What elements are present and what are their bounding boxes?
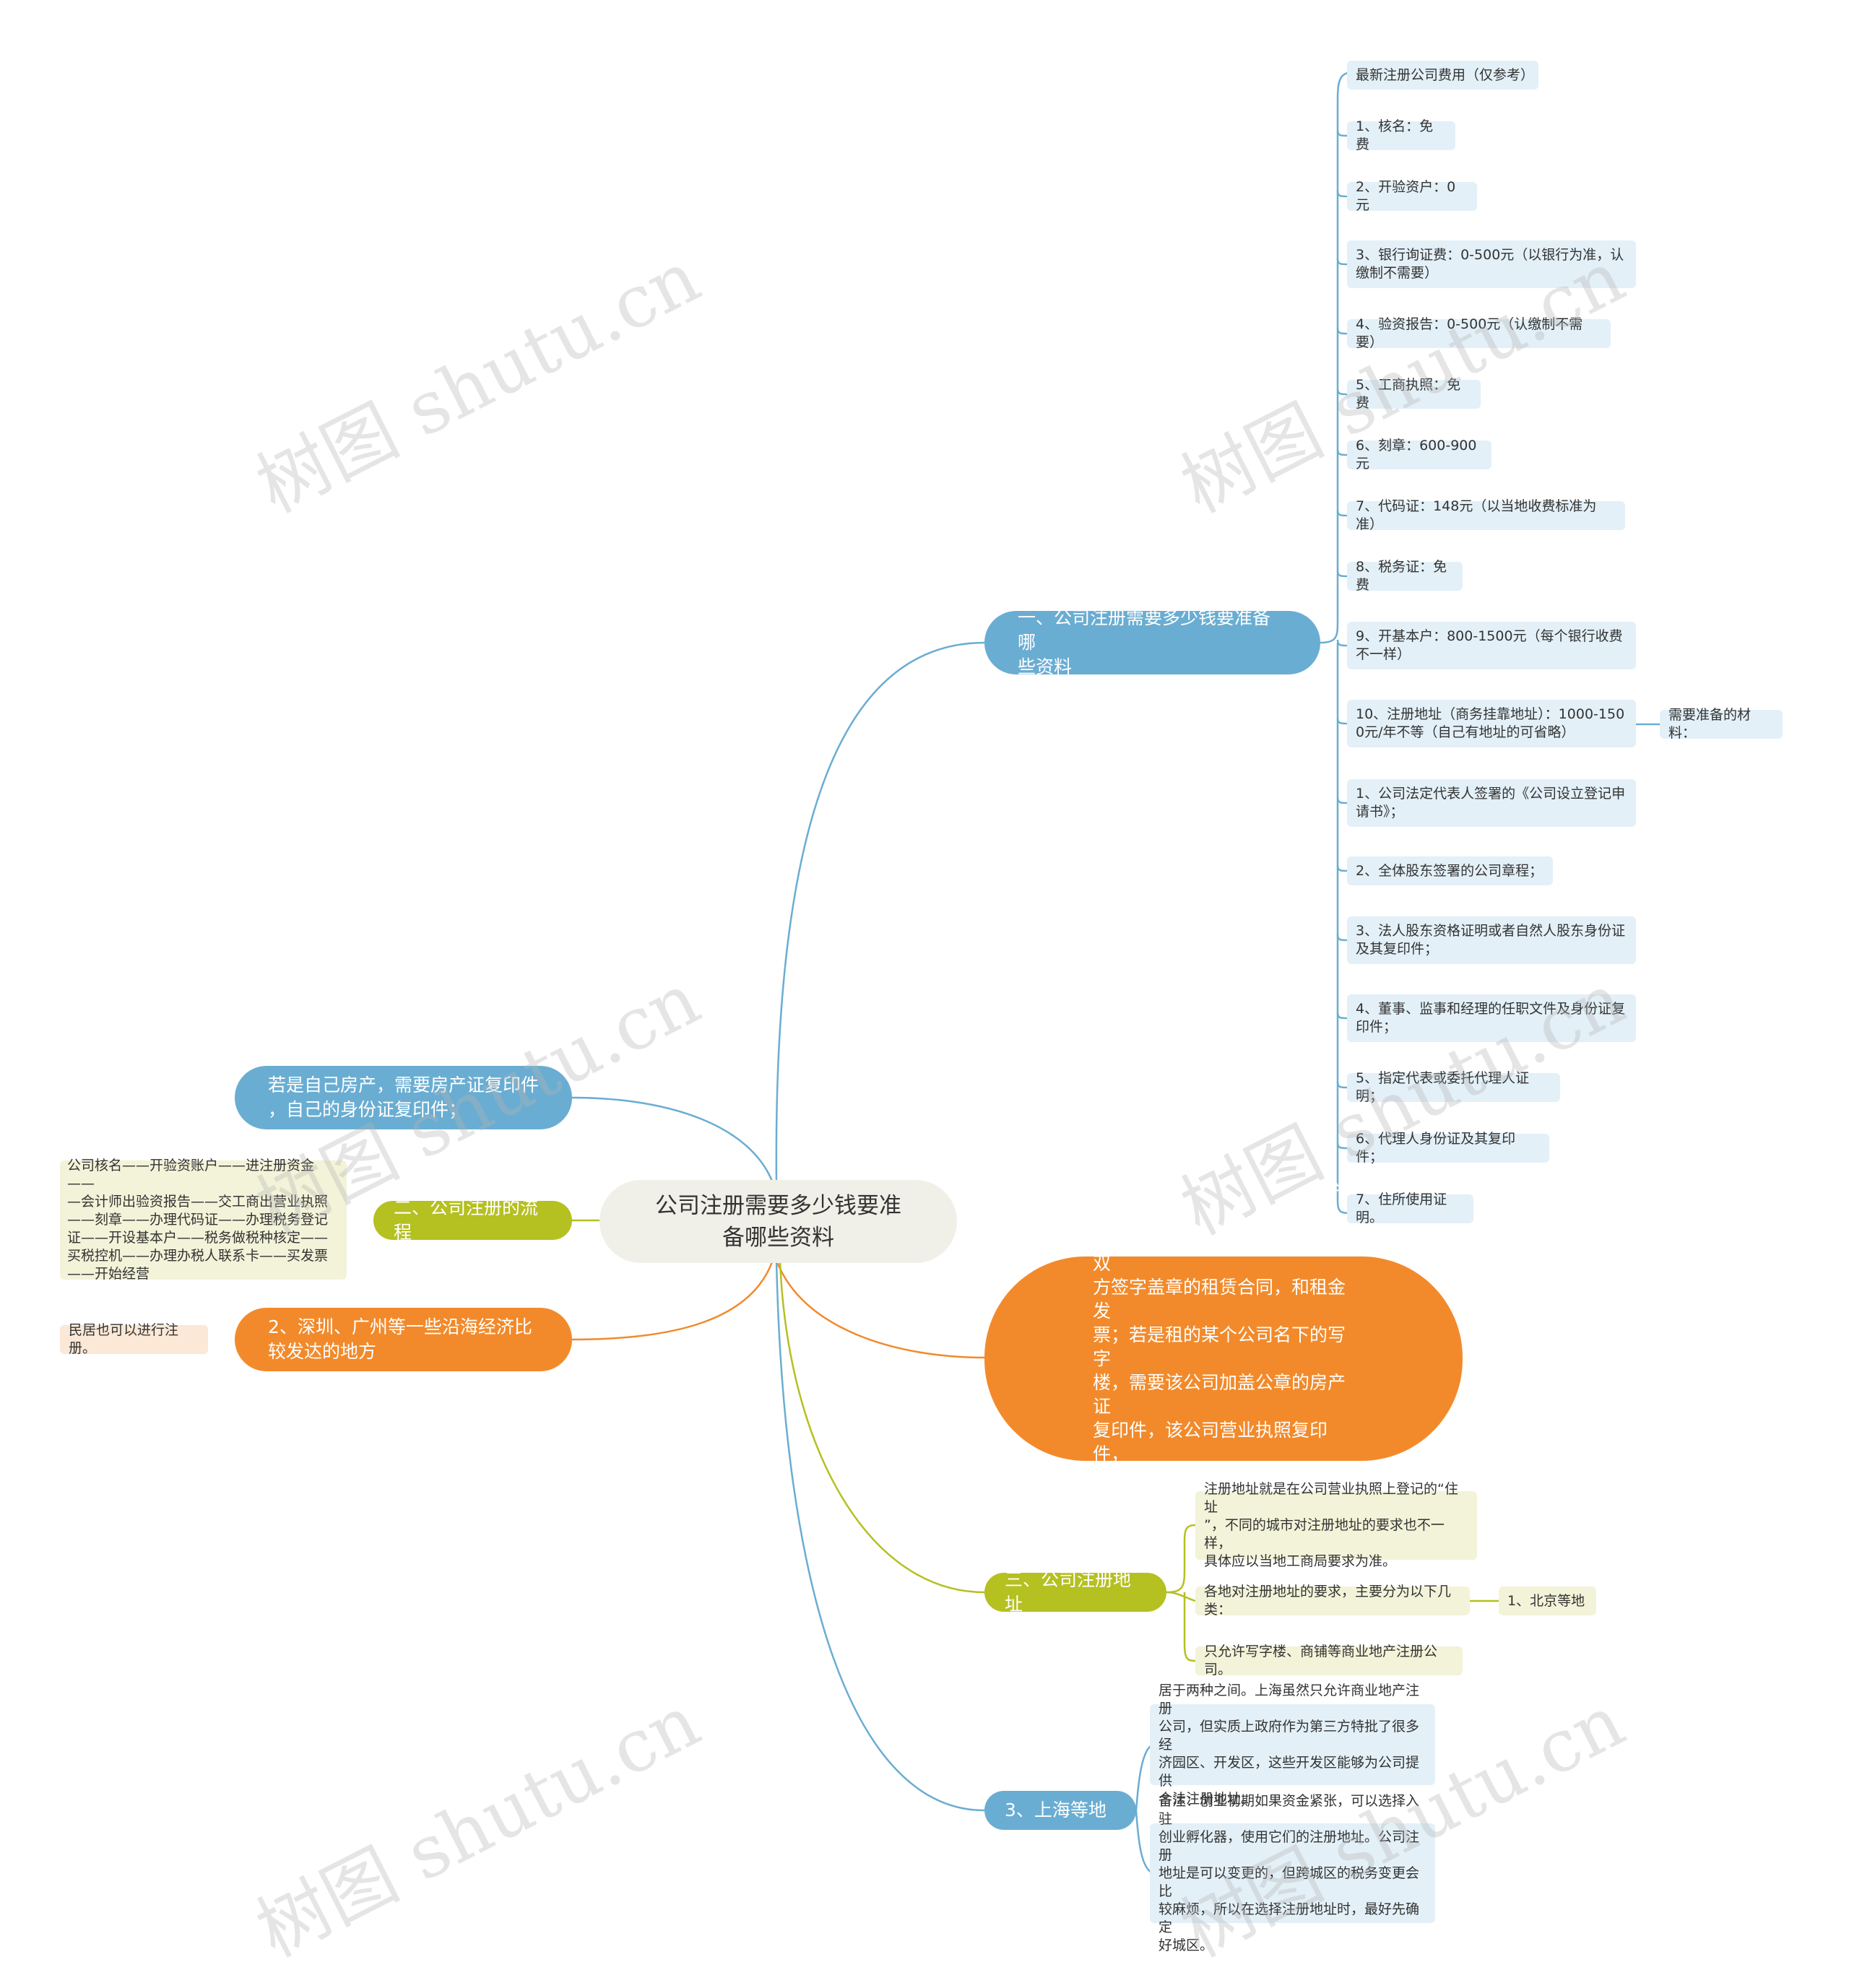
leaf-coastal-residential[interactable]: 民居也可以进行注册。: [60, 1322, 208, 1356]
branch-fees-materials-text: 一、公司注册需要多少钱要准备哪 些资料: [1018, 607, 1271, 677]
leaf-fee-item[interactable]: 4、董事、监事和经理的任职文件及身份证复 印件；: [1347, 994, 1636, 1042]
link-center-b5: [571, 1096, 774, 1184]
center-topic[interactable]: 公司注册需要多少钱要准 备哪些资料: [599, 1180, 957, 1263]
link-fee-item: [1336, 717, 1348, 725]
leaf-fee-item[interactable]: 4、验资报告：0-500元（认缴制不需要）: [1347, 316, 1611, 350]
link-center-b2: [775, 1259, 985, 1359]
leaf-address-requirements[interactable]: 各地对注册地址的要求，主要分为以下几类：: [1195, 1584, 1470, 1618]
leaf-fee-item[interactable]: 2、开验资户：0元: [1347, 179, 1477, 213]
branch-process[interactable]: 二、公司注册的流程: [373, 1197, 572, 1243]
leaf-fee-item[interactable]: 9、开基本户：800-1500元（每个银行收费 不一样）: [1347, 622, 1636, 669]
link-fee-item: [1336, 388, 1348, 396]
leaf-fee-item[interactable]: 6、刻章：600-900元: [1347, 438, 1491, 472]
link-fee-item: [1336, 129, 1348, 137]
link-fee-item: [1336, 190, 1348, 198]
branch-shanghai[interactable]: 3、上海等地: [984, 1791, 1136, 1830]
leaf-shanghai-zones[interactable]: 居于两种之间。上海虽然只允许商业地产注册 公司，但实质上政府作为第三方特批了很多…: [1150, 1683, 1435, 1807]
leaf-address-definition[interactable]: 注册地址就是在公司营业执照上登记的“住址 ”，不同的城市对注册地址的要求也不一样…: [1195, 1481, 1477, 1569]
link-fee-item: [1336, 327, 1348, 335]
leaf-fee-item[interactable]: 6、代理人身份证及其复印件；: [1347, 1131, 1549, 1165]
leaf-materials-label[interactable]: 需要准备的材料：: [1660, 707, 1783, 741]
branch-fees-materials[interactable]: 一、公司注册需要多少钱要准备哪 些资料: [984, 607, 1320, 677]
leaf-fee-item[interactable]: 3、法人股东资格证明或者自然人股东身份证 及其复印件；: [1347, 916, 1636, 964]
link-center-b4: [775, 1259, 985, 1812]
leaf-fee-item[interactable]: 7、代码证：148元（以当地收费标准为准）: [1347, 498, 1625, 532]
leaf-fee-item[interactable]: 5、指定代表或委托代理人证明；: [1347, 1070, 1560, 1104]
branch-coastal-text: 2、深圳、广州等一些沿海经济比 较发达的地方: [268, 1316, 532, 1362]
link-fee-item: [1336, 1012, 1348, 1020]
center-topic-text: 公司注册需要多少钱要准 备哪些资料: [655, 1192, 901, 1251]
branch-address[interactable]: 三、公司注册地址: [984, 1569, 1166, 1615]
link-fee-item: [1336, 796, 1348, 804]
branch-own-property-text: 若是自己房产，需要房产证复印件 ，自己的身份证复印件；: [268, 1075, 540, 1120]
link-fee-item: [1336, 570, 1348, 578]
link-fee-item: [1336, 509, 1348, 517]
leaf-shanghai-note[interactable]: 备注：创业初期如果资金紧张，可以选择入驻 创业孵化器，使用它们的注册地址。公司注…: [1150, 1793, 1435, 1953]
branch-process-text: 二、公司注册的流程: [394, 1197, 539, 1243]
leaf-fee-item[interactable]: 5、工商执照：免费: [1347, 377, 1481, 411]
branch-own-property[interactable]: 若是自己房产，需要房产证复印件 ，自己的身份证复印件；: [235, 1066, 572, 1129]
bracket-address: [1166, 1524, 1196, 1662]
link-fee-item: [1336, 934, 1348, 942]
link-fee-item: [1336, 864, 1348, 872]
branch-coastal[interactable]: 2、深圳、广州等一些沿海经济比 较发达的地方: [235, 1308, 572, 1371]
branch-rental[interactable]: 若是租房，需要房东签字的房产证 复印件，房东的身份证复印件，双 方签字盖章的租赁…: [984, 1181, 1463, 1536]
link-center-b7: [571, 1259, 774, 1341]
leaf-fee-item[interactable]: 1、核名：免费: [1347, 118, 1455, 152]
leaf-fee-item[interactable]: 3、银行询证费：0-500元（以银行为准，认 缴制不需要）: [1347, 240, 1636, 288]
link-center-b3: [779, 1259, 985, 1594]
branch-shanghai-text: 3、上海等地: [1005, 1800, 1107, 1820]
link-fee-item: [1336, 258, 1348, 266]
leaf-beijing[interactable]: 1、北京等地: [1499, 1587, 1596, 1615]
leaf-fee-item[interactable]: 8、税务证：免费: [1347, 559, 1463, 593]
link-fee-item: [1336, 1142, 1348, 1150]
leaf-fee-item[interactable]: 最新注册公司费用（仅参考）: [1347, 61, 1538, 90]
link-fee-item: [1336, 1081, 1348, 1089]
leaf-address-commercial[interactable]: 只允许写字楼、商铺等商业地产注册公司。: [1195, 1644, 1463, 1677]
leaf-fee-item[interactable]: 7、住所使用证明。: [1347, 1192, 1473, 1225]
leaf-process-steps[interactable]: 公司核名——开验资账户——进注册资金—— —会计师出验资报告——交工商出营业执照…: [60, 1158, 347, 1282]
link-fee-item: [1336, 639, 1348, 647]
link-fee-item: [1336, 448, 1348, 456]
leaf-fee-item[interactable]: 10、注册地址（商务挂靠地址）：1000-150 0元/年不等（自己有地址的可省…: [1347, 700, 1636, 747]
leaf-fee-item[interactable]: 1、公司法定代表人签署的《公司设立登记申 请书》；: [1347, 779, 1636, 827]
branch-rental-text: 若是租房，需要房东签字的房产证 复印件，房东的身份证复印件，双 方签字盖章的租赁…: [1093, 1181, 1346, 1536]
branch-address-text: 三、公司注册地址: [1005, 1569, 1132, 1615]
link-center-b1: [775, 641, 985, 1184]
leaf-fee-item[interactable]: 2、全体股东签署的公司章程；: [1347, 856, 1553, 885]
